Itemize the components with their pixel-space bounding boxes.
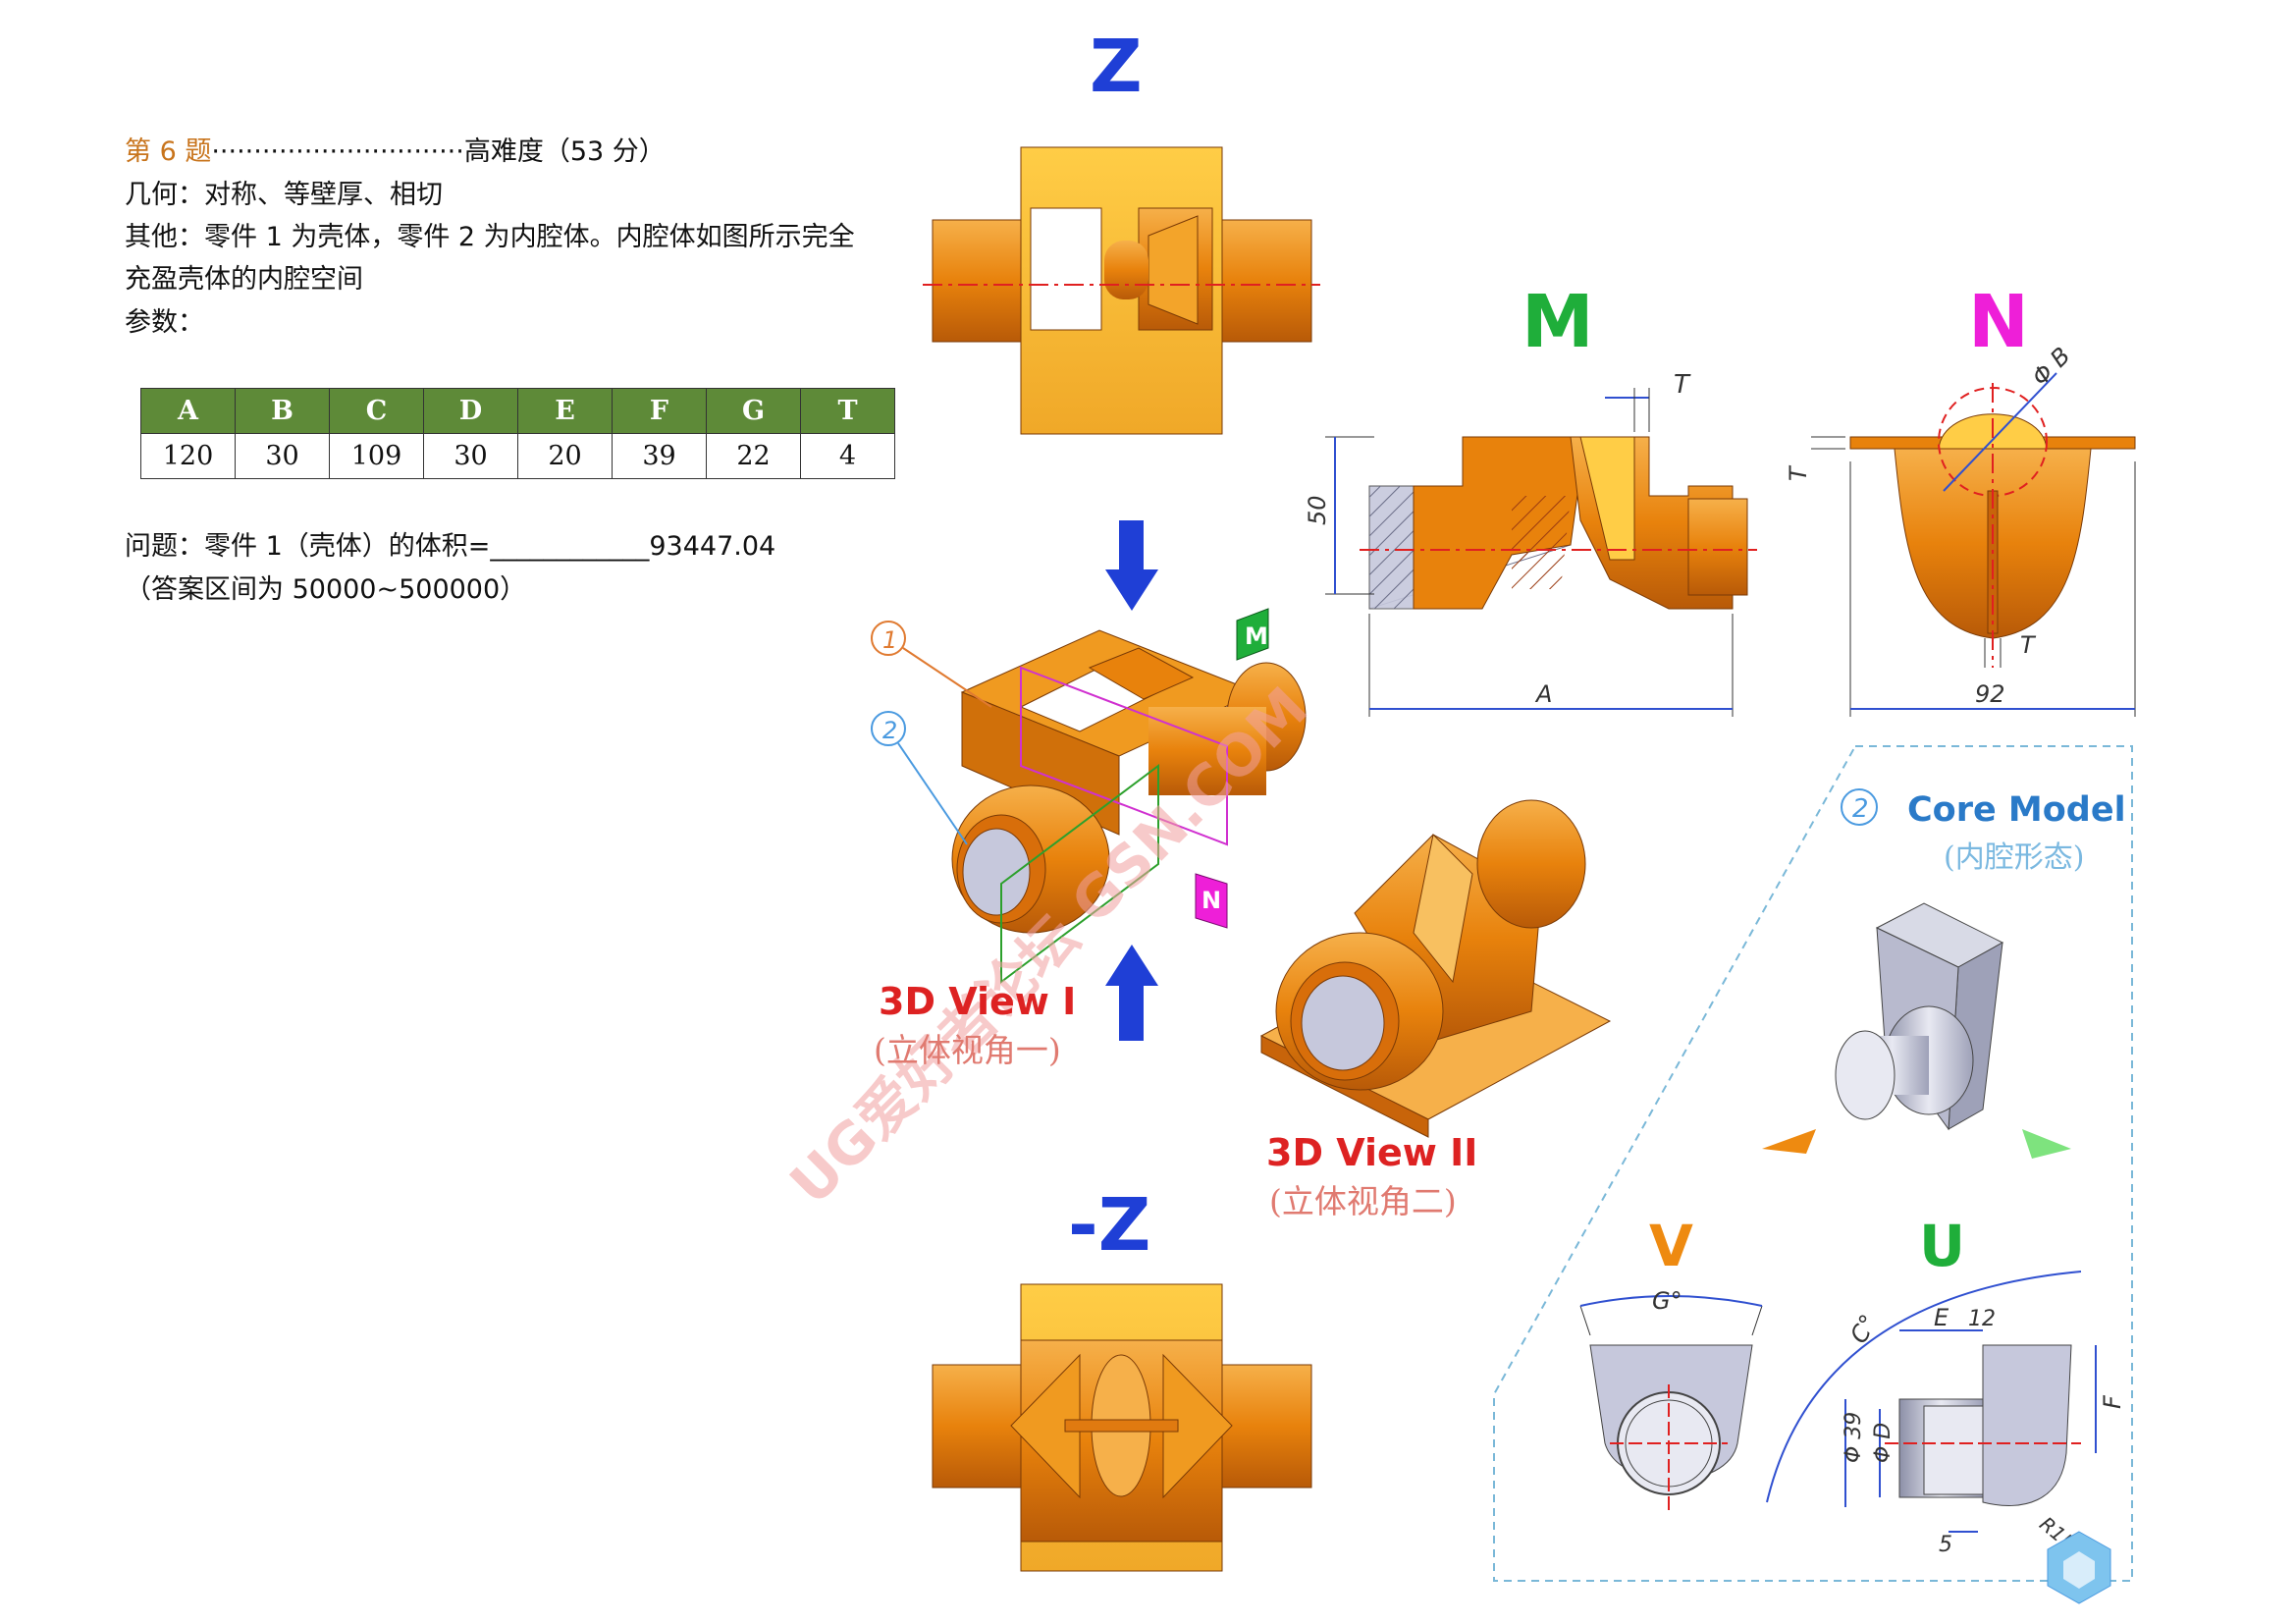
dim-t-n-left: T (1785, 464, 1812, 481)
param-value: 120 (140, 433, 236, 479)
dim-e: E (1934, 1304, 1949, 1331)
view1-title: 3D View I (879, 980, 1077, 1023)
view-label-n: N (1968, 280, 2029, 364)
param-value: 30 (423, 433, 518, 479)
core-model-subtitle: (内腔形态) (1944, 840, 2085, 875)
dim-g-deg: G° (1652, 1287, 1682, 1315)
param-value: 20 (517, 433, 613, 479)
other-line-2: 充盈壳体的内腔空间 (125, 264, 363, 295)
dim-t-m: T (1674, 370, 1691, 400)
view1-subtitle: (立体视角一) (874, 1031, 1061, 1069)
param-value: 4 (800, 433, 895, 479)
dim-92: 92 (1975, 680, 2005, 708)
3d-view-1-model (951, 629, 1307, 984)
svg-text:N: N (1201, 887, 1221, 914)
other-line-1: 其他：零件 1 为壳体，零件 2 为内腔体。内腔体如图所示完全 (125, 222, 855, 252)
question-range: （答案区间为 50000~500000） (125, 574, 527, 605)
view-label-z: Z (1090, 25, 1143, 109)
cube-logo-icon (2047, 1531, 2111, 1604)
m-tag-icon: M (1236, 608, 1269, 661)
problem-dots: ······························ (211, 136, 464, 167)
dim-phi39: Φ 39 (1842, 1412, 1866, 1463)
z-arrow-down (1105, 520, 1158, 611)
section-view-u (1766, 1271, 2097, 1533)
problem-difficulty: 高难度（53 分） (463, 136, 666, 167)
view-label-u: U (1919, 1213, 1966, 1279)
view2-subtitle: (立体视角二) (1269, 1182, 1457, 1220)
problem-title: 第 6 题 (125, 136, 212, 167)
dim-5: 5 (1939, 1533, 1952, 1557)
view-label-neg-z: -Z (1068, 1183, 1151, 1268)
view-label-v: V (1649, 1213, 1693, 1279)
view-label-m: M (1522, 280, 1594, 364)
problem-title-line: 第 6 题······························高难度（5… (125, 131, 666, 174)
param-header: T (800, 388, 895, 434)
params-table: A B C D E F G T 120 30 109 30 20 39 22 4 (140, 388, 895, 479)
svg-text:M: M (1245, 623, 1268, 650)
green-arrow-icon (2022, 1129, 2071, 1159)
svg-text:2: 2 (1852, 794, 1869, 824)
section-view-m (1325, 388, 1757, 717)
dim-c-deg: C° (1844, 1310, 1883, 1348)
param-value: 109 (329, 433, 424, 479)
callout-part-1: 1 (871, 621, 992, 708)
geometry-line: 几何：对称、等壁厚、相切 (125, 180, 443, 210)
dim-phi-d: Φ D (1871, 1423, 1896, 1463)
params-header-row: A B C D E F G T (140, 388, 895, 434)
top-view-z (923, 146, 1320, 435)
bottom-view-neg-z (932, 1283, 1312, 1572)
param-value: 22 (706, 433, 801, 479)
z-arrow-up (1105, 945, 1158, 1041)
dim-12: 12 (1968, 1307, 1996, 1331)
param-value: 39 (612, 433, 707, 479)
svg-text:2: 2 (882, 717, 897, 744)
param-header: C (329, 388, 424, 434)
core-model-title: Core Model (1907, 790, 2126, 830)
section-view-n (1811, 372, 2136, 717)
section-view-v (1579, 1295, 1763, 1512)
params-value-row: 120 30 109 30 20 39 22 4 (140, 433, 895, 479)
dim-50: 50 (1304, 495, 1331, 525)
view2-title: 3D View II (1266, 1131, 1478, 1174)
dim-phi-b: Φ B (2026, 342, 2075, 391)
param-header: D (423, 388, 518, 434)
params-label: 参数： (125, 307, 204, 338)
param-header: B (235, 388, 330, 434)
dim-f: F (2099, 1394, 2126, 1409)
core-model-panel (1493, 745, 2133, 1582)
dim-t-n-bottom: T (2020, 631, 2037, 659)
param-header: E (517, 388, 613, 434)
svg-text:1: 1 (882, 626, 897, 654)
callout-part-2: 2 (871, 711, 968, 845)
param-header: F (612, 388, 707, 434)
3d-view-2-model (1259, 799, 1612, 1138)
dim-a: A (1534, 680, 1552, 708)
param-value: 30 (235, 433, 330, 479)
question-text: 问题：零件 1（壳体）的体积=____________93447.04 (125, 531, 776, 562)
core-model-3d (1835, 902, 2004, 1131)
orange-arrow-icon (1762, 1129, 1816, 1154)
param-header: G (706, 388, 801, 434)
core-model-callout: 2 (1841, 788, 1878, 826)
n-tag-icon: N (1195, 873, 1228, 929)
